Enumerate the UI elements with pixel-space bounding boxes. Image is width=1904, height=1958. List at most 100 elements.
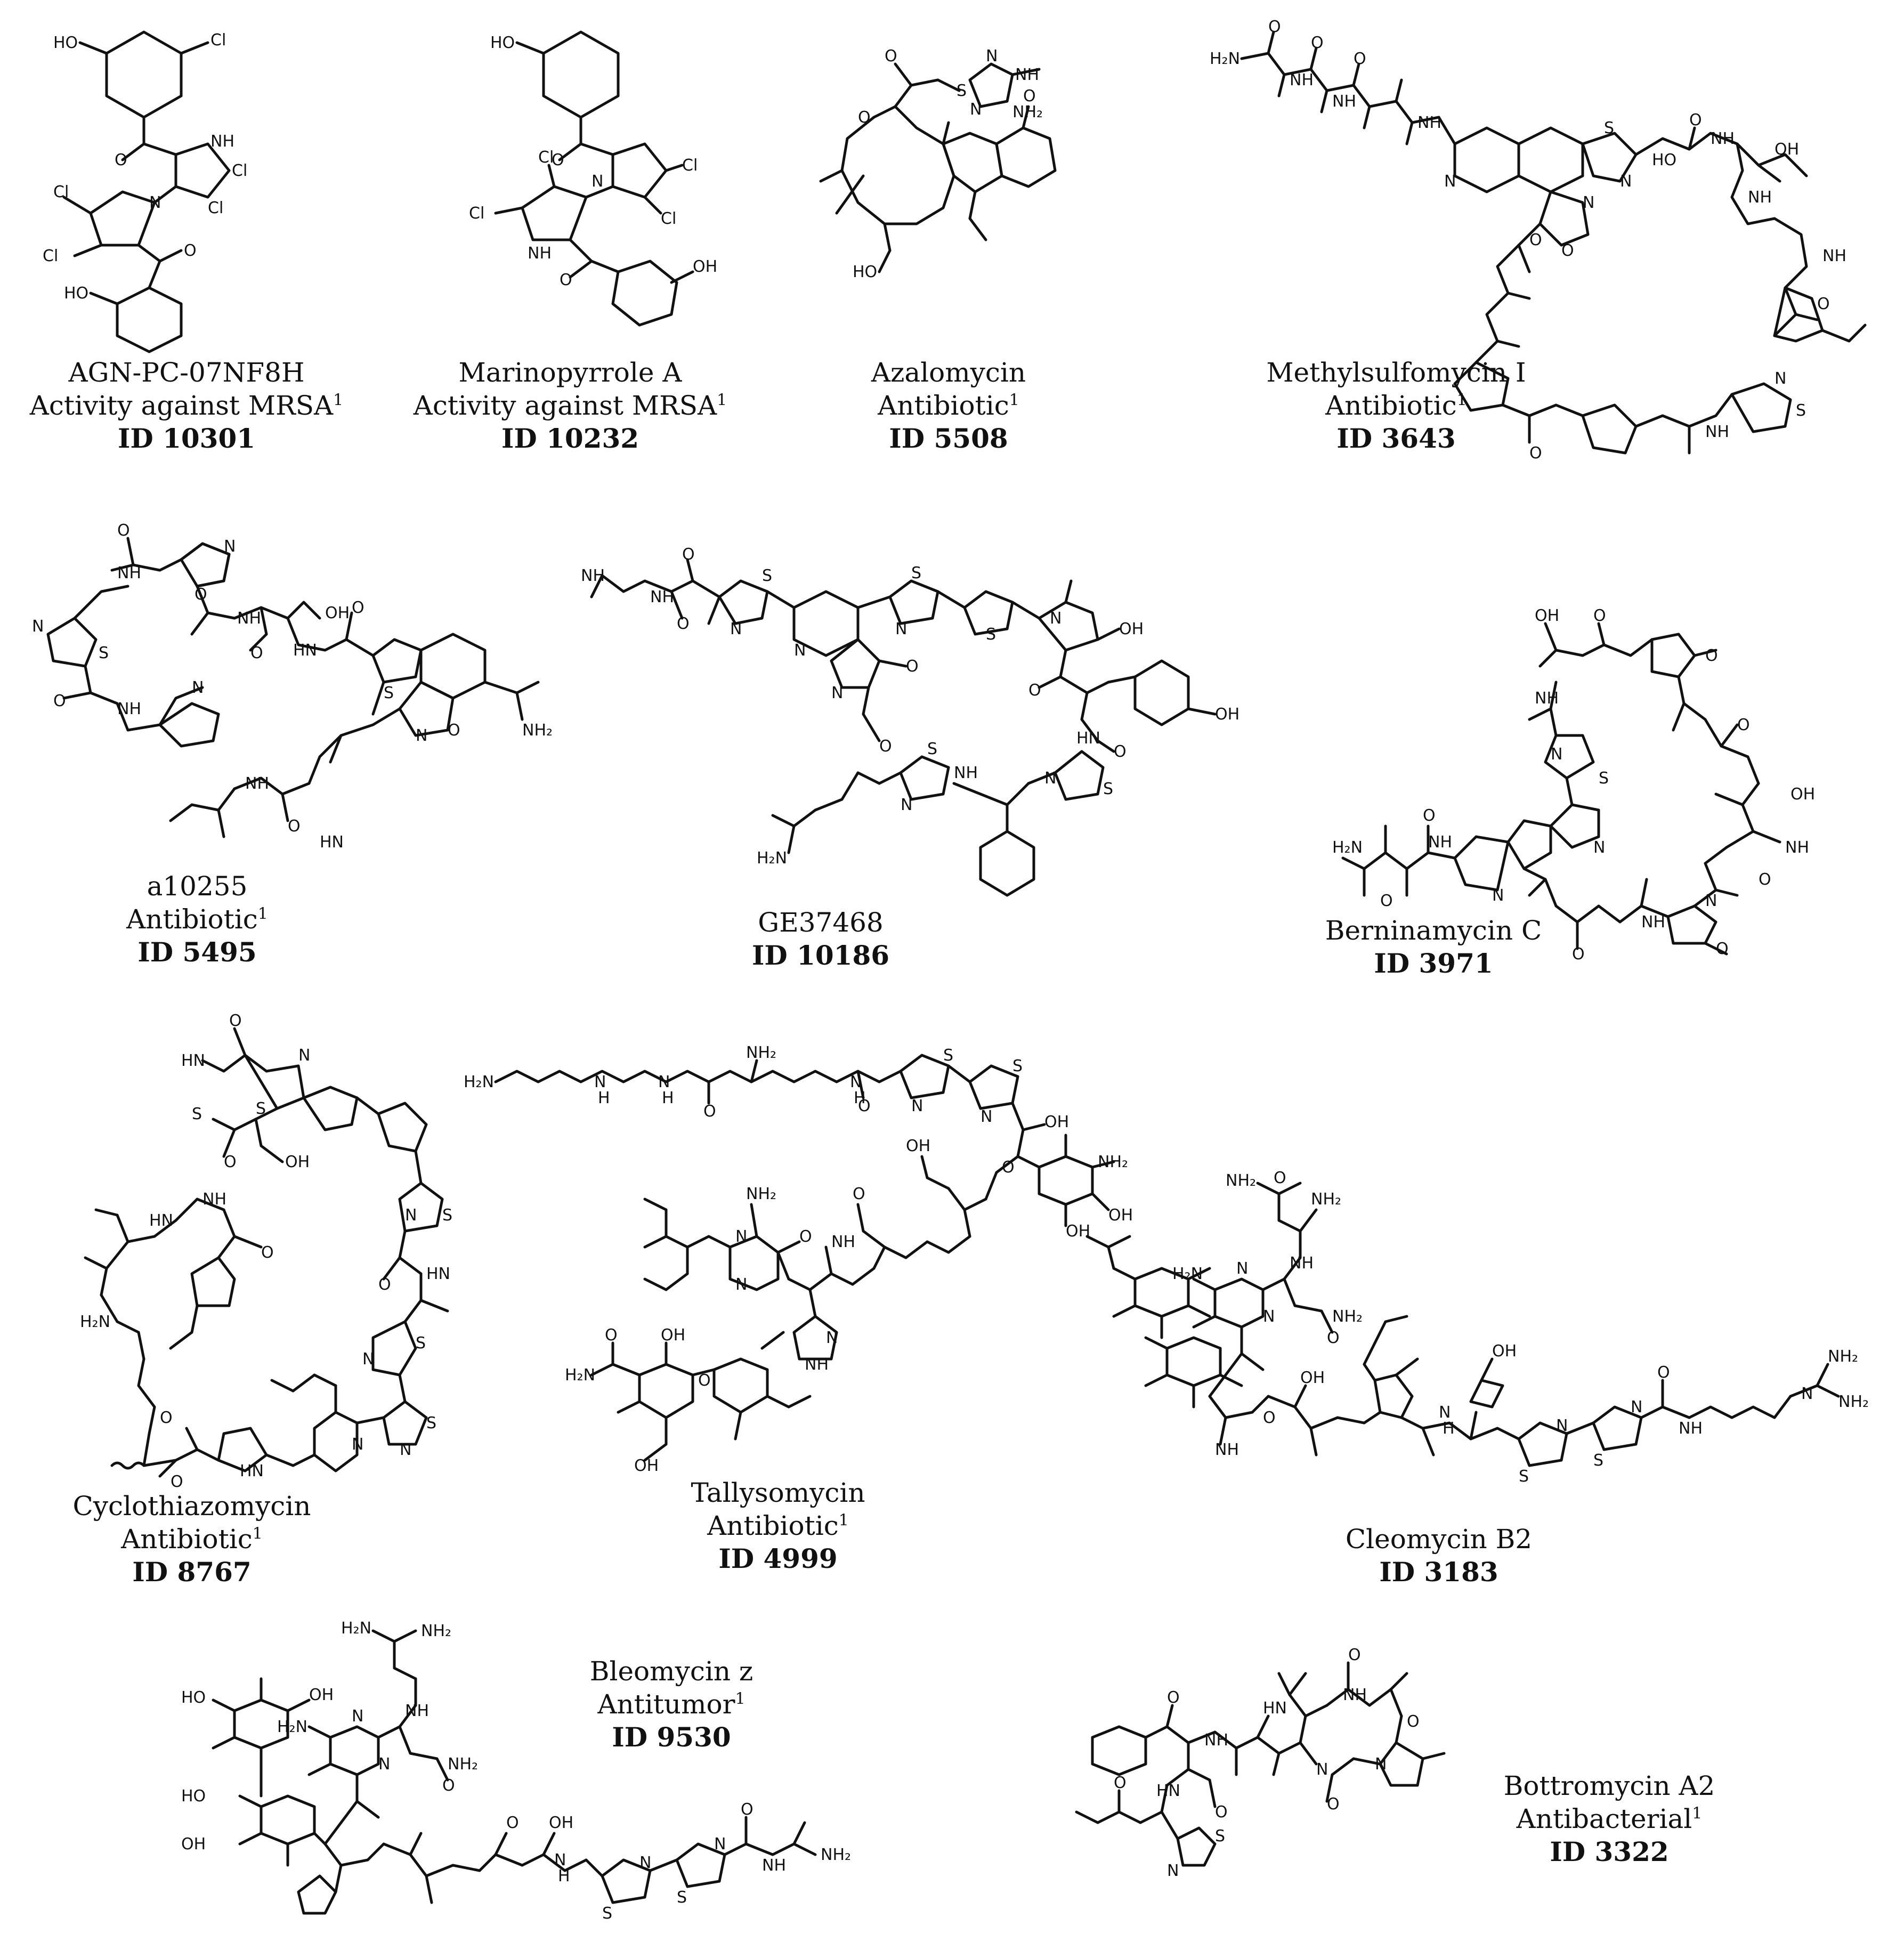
atom-label: NH <box>1343 1686 1367 1704</box>
compound-id: ID 10186 <box>751 940 890 971</box>
atom-label: N <box>298 1046 310 1065</box>
atom-label: S <box>1796 401 1806 420</box>
atom-label: N <box>831 684 843 702</box>
atom-label: N <box>794 641 806 660</box>
atom-label: Cl <box>210 31 226 50</box>
compound-name: Bottromycin A2 <box>1503 1770 1715 1801</box>
atom-label: O <box>288 817 301 836</box>
atom-label: NH <box>1641 913 1665 932</box>
compound-name: Berninamycin C <box>1325 915 1542 946</box>
atom-label: S <box>943 1046 953 1065</box>
atom-label: O <box>229 1012 242 1030</box>
atom-label: OH <box>1044 1113 1069 1131</box>
atom-label: O <box>1114 742 1127 761</box>
structure-tallysomycin: H₂N N H N H O NH₂ O N H N S N S OH NH₂ N… <box>464 1043 1133 1494</box>
caption-cyclothiazomycin: Cyclothiazomycin Antibiotic1 ID 8767 <box>64 1490 320 1589</box>
atom-label: S <box>986 625 996 644</box>
footnote-marker: 1 <box>1456 391 1467 410</box>
atom-label: Cl <box>43 247 58 265</box>
caption-cleomycin-b2: Cleomycin B2 ID 3183 <box>1322 1523 1556 1589</box>
structure-marinopyrrole-a: HO O Cl N Cl Cl Cl NH O OH <box>458 21 717 333</box>
atom-label: NH <box>1711 130 1735 148</box>
atom-label: NH <box>762 1856 786 1875</box>
atom-label: O <box>1167 1688 1180 1707</box>
atom-label: O <box>250 644 263 662</box>
atom-label: S <box>911 564 921 582</box>
atom-label: N <box>416 726 427 745</box>
atom-label: OH <box>309 1686 334 1704</box>
atom-label: NH₂ <box>421 1622 451 1640</box>
atom-label: N <box>1556 1417 1568 1435</box>
atom-label: O <box>1114 1774 1127 1792</box>
atom-label: NH <box>237 609 261 628</box>
atom-label: NH <box>1428 833 1452 852</box>
atom-label: O <box>378 1275 391 1294</box>
compound-id: ID 5508 <box>889 423 1008 454</box>
compound-name: Tallysomycin <box>691 1477 865 1508</box>
atom-label: OH <box>1215 705 1239 724</box>
atom-label: N <box>362 1350 374 1369</box>
atom-label: S <box>1599 769 1609 788</box>
atom-label: Cl <box>661 209 676 228</box>
compound-activity: Antibiotic1 <box>707 1510 849 1541</box>
atom-label: NH <box>954 764 978 782</box>
atom-label: HN <box>1076 729 1100 748</box>
atom-label: O <box>195 585 207 604</box>
caption-marinopyrrole-a: Marinopyrrole A Activity against MRSA1 I… <box>405 356 735 455</box>
atom-label: O <box>160 1409 173 1427</box>
atom-label: O <box>879 737 892 756</box>
compound-name: GE37468 <box>758 907 884 938</box>
atom-label: S <box>1519 1467 1529 1486</box>
atom-label: O <box>853 1185 865 1203</box>
atom-label: NH <box>1204 1731 1228 1750</box>
atom-label: O <box>1716 940 1729 958</box>
atom-label: O <box>171 1472 183 1491</box>
atom-label: O <box>858 1097 871 1115</box>
atom-label: N <box>735 1227 747 1246</box>
structure-cyclothiazomycin: O HN N S S OH O HN NH O N S HN O N S H₂N… <box>32 1007 474 1494</box>
footnote-marker: 1 <box>838 1511 849 1530</box>
atom-label: NH <box>1215 1441 1239 1459</box>
compound-id: ID 3322 <box>1550 1836 1669 1867</box>
atom-label: S <box>256 1099 266 1118</box>
structure-agn-pc-07nf8h: HO Cl NH Cl Cl N Cl Cl O O HO <box>21 21 247 353</box>
atom-label: OH <box>1119 620 1144 638</box>
compound-activity: Antibiotic1 <box>878 390 1019 421</box>
caption-azalomycin: Azalomycin Antibiotic1 ID 5508 <box>821 356 1076 455</box>
atom-label: NH <box>1290 1254 1314 1273</box>
atom-label: N <box>1492 886 1504 905</box>
atom-label: N <box>1551 745 1562 764</box>
atom-label: NH₂ <box>746 1043 776 1062</box>
atom-label: N <box>1444 172 1456 191</box>
footnote-marker: 1 <box>717 391 727 410</box>
atom-label: N <box>149 193 161 212</box>
atom-label: N <box>826 1329 838 1347</box>
atom-label: O <box>682 545 695 564</box>
atom-label: N <box>352 1435 363 1454</box>
atom-label: OH <box>285 1153 310 1171</box>
atom-label: HO <box>53 34 78 52</box>
atom-label: NH <box>1785 838 1809 857</box>
atom-label: S <box>1593 1451 1603 1470</box>
atom-label: N <box>592 172 603 191</box>
atom-label: N <box>1316 1760 1328 1779</box>
atom-label: O <box>858 108 871 127</box>
compound-id: ID 10232 <box>501 423 639 454</box>
atom-label: HO <box>64 284 88 303</box>
atom-label: H <box>662 1089 674 1107</box>
atom-label: H₂N <box>1172 1265 1203 1283</box>
atom-label: NH <box>202 1190 226 1209</box>
atom-label: O <box>906 657 919 676</box>
atom-label: N <box>405 1206 417 1225</box>
compound-id: ID 8767 <box>132 1556 252 1588</box>
atom-label: OH <box>1300 1369 1325 1387</box>
atom-label: NH <box>581 567 605 585</box>
compound-activity: Activity against MRSA1 <box>413 390 727 421</box>
structure-a10255: O NH N O NH OH N S O HN O NH N S O NH O … <box>11 521 607 876</box>
caption-agn-pc-07nf8h: AGN-PC-07NF8H Activity against MRSA1 ID … <box>0 356 373 455</box>
compound-id: ID 3971 <box>1374 948 1493 979</box>
atom-label: N <box>1620 172 1632 191</box>
atom-label: S <box>1604 119 1614 137</box>
compound-id: ID 9530 <box>612 1721 731 1753</box>
atom-label: O <box>703 1102 716 1121</box>
